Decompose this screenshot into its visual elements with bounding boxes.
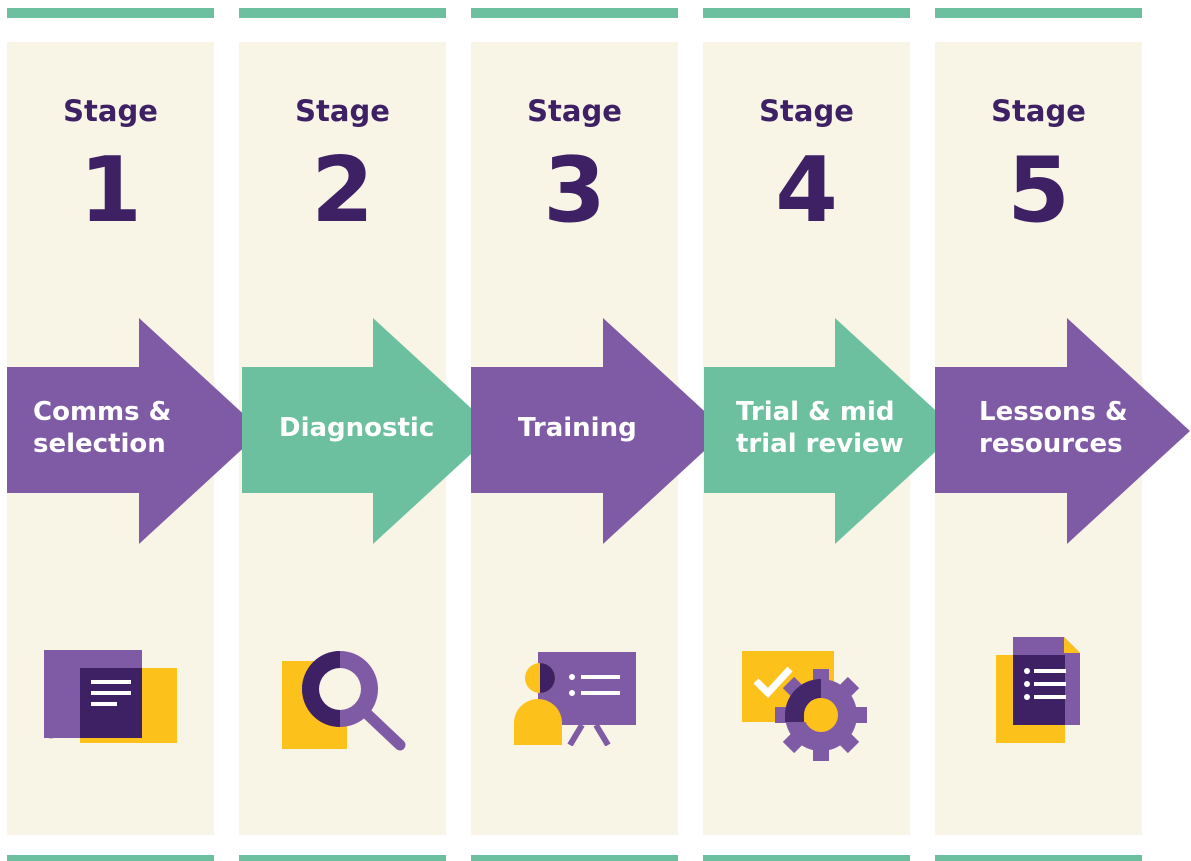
arrow-stage-1 — [7, 318, 262, 544]
stage-number: 5 — [1007, 138, 1070, 243]
stage-word: Stage — [991, 94, 1086, 128]
bottom-divider — [935, 855, 1142, 861]
comment-document-icon — [44, 650, 177, 743]
arrow-stage-3 — [471, 318, 726, 544]
arrow-label-1: Comms & selection — [33, 397, 172, 459]
stage-word: Stage — [63, 94, 158, 128]
stage-word: Stage — [295, 94, 390, 128]
top-divider — [935, 8, 1142, 18]
stage-word: Stage — [527, 94, 622, 128]
arrow-label-3: Training — [518, 413, 637, 443]
top-divider — [703, 8, 910, 18]
arrow-stage-4 — [704, 318, 958, 544]
top-divider — [471, 8, 678, 18]
arrow-stage-5 — [935, 318, 1190, 544]
stage-number: 4 — [775, 138, 838, 243]
bottom-divider — [703, 855, 910, 861]
arrow-label-2: Diagnostic — [279, 413, 435, 443]
top-divider — [239, 8, 446, 18]
magnifier-icon — [282, 651, 406, 751]
stage-number: 2 — [311, 138, 374, 243]
top-divider — [7, 8, 214, 18]
presenter-board-icon — [514, 652, 636, 746]
stage-word: Stage — [759, 94, 854, 128]
arrow-label-4: Trial & mid trial review — [736, 397, 904, 459]
bottom-divider — [239, 855, 446, 861]
checkmark-gear-icon — [742, 651, 867, 761]
arrow-stage-2 — [242, 318, 496, 544]
stage-number: 3 — [543, 138, 606, 243]
bottom-divider — [7, 855, 214, 861]
bottom-divider — [471, 855, 678, 861]
arrow-label-5: Lessons & resources — [979, 397, 1128, 459]
document-list-icon — [996, 637, 1080, 743]
stage-number: 1 — [79, 138, 142, 243]
